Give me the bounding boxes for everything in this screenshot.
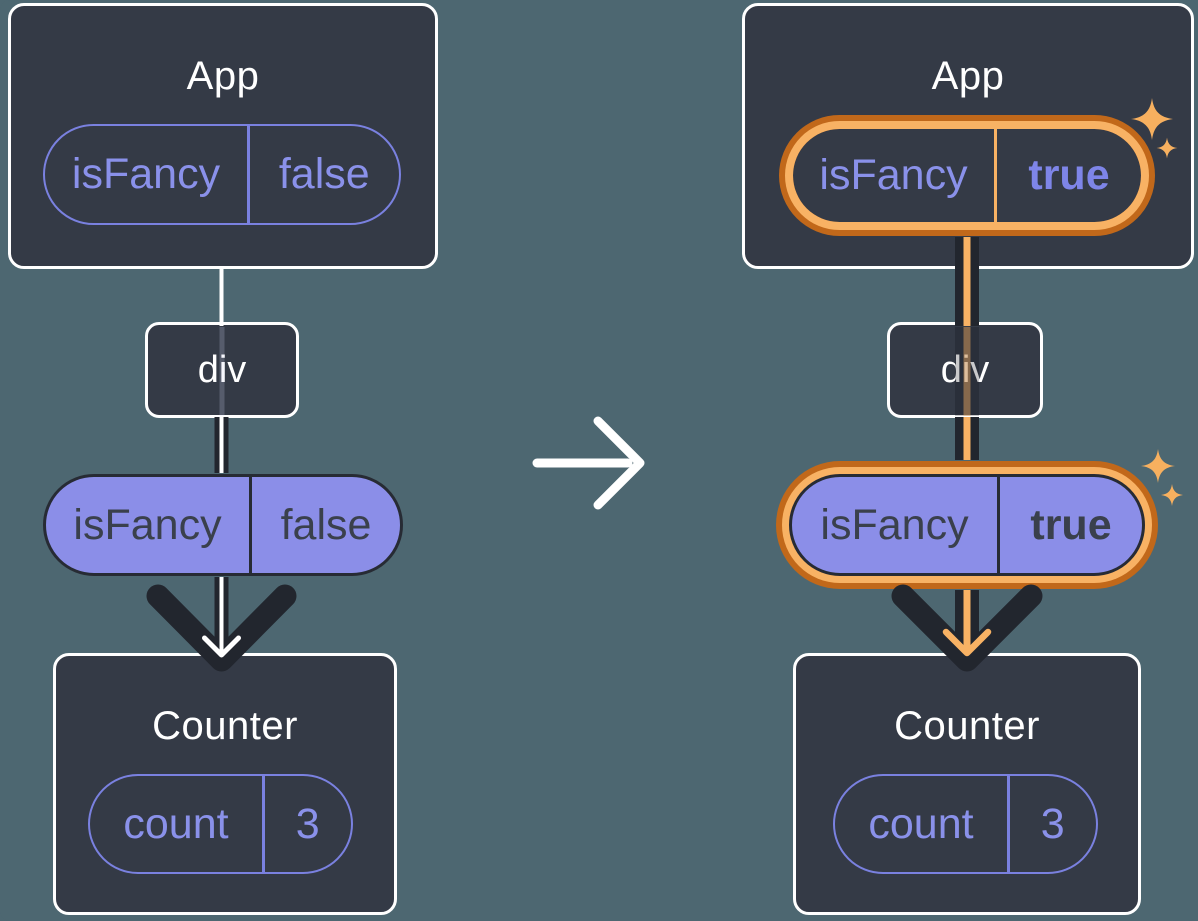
state-name: count <box>868 799 974 848</box>
prop-pill-isfancy-left: isFancy false <box>43 474 403 576</box>
state-value: 3 <box>1040 799 1065 848</box>
state-name: count <box>123 799 229 848</box>
prop-name: isFancy <box>820 500 969 549</box>
element-label: div <box>940 348 990 391</box>
state-pill-isfancy-app-right-highlighted: isFancy true <box>793 129 1141 222</box>
pill-divider <box>247 126 250 223</box>
prop-pill-isfancy-right-highlighted: isFancy true <box>789 474 1145 576</box>
component-title: Counter <box>894 704 1040 748</box>
state-value: true <box>1028 151 1110 199</box>
transition-arrow-icon <box>532 416 645 510</box>
state-pill-count-left: count 3 <box>88 774 353 874</box>
state-pill-count-right: count 3 <box>833 774 1098 874</box>
component-title: Counter <box>152 704 298 748</box>
prop-name: isFancy <box>73 500 222 549</box>
pill-divider <box>997 477 1000 573</box>
component-title: App <box>931 54 1005 98</box>
state-name: isFancy <box>819 151 968 199</box>
right-arrowhead-into-counter <box>891 584 1043 672</box>
app-component-card-right: App <box>742 3 1194 269</box>
sparkle-icon <box>1161 484 1183 506</box>
state-value: false <box>278 150 370 198</box>
pill-divider <box>1007 776 1010 872</box>
element-label: div <box>197 348 247 391</box>
pill-divider <box>994 129 997 222</box>
div-element-card-right: div <box>887 322 1043 418</box>
div-element-card-left: div <box>145 322 299 418</box>
prop-value: false <box>280 500 372 549</box>
state-pill-isfancy-app-left: isFancy false <box>43 124 401 225</box>
component-title: App <box>186 54 260 98</box>
pill-divider <box>262 776 265 872</box>
prop-value: true <box>1030 500 1112 549</box>
state-name: isFancy <box>71 150 221 198</box>
pill-divider <box>249 477 252 573</box>
sparkle-icon <box>1141 449 1175 483</box>
state-value: 3 <box>295 799 320 848</box>
left-arrowhead-into-counter <box>146 577 297 672</box>
